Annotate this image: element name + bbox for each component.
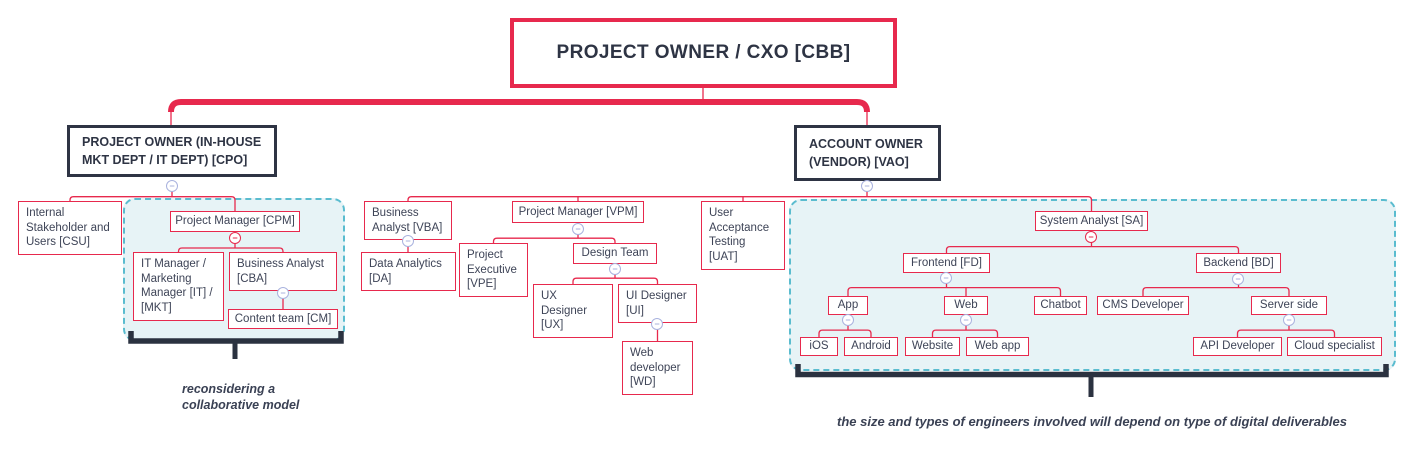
node-system-analyst[interactable]: System Analyst [SA] (1035, 211, 1148, 231)
node-web-developer[interactable]: Web developer [WD] (622, 341, 693, 396)
collapse-icon[interactable]: − (1232, 273, 1244, 285)
right-brace (795, 364, 1389, 378)
collapse-icon[interactable]: − (1283, 314, 1295, 326)
node-app[interactable]: App (828, 296, 868, 315)
collapse-icon[interactable]: − (402, 235, 414, 247)
node-web[interactable]: Web (944, 296, 988, 315)
annotation-engineer-types: the size and types of engineers involved… (836, 414, 1347, 429)
node-content-team[interactable]: Content team [CM] (228, 309, 338, 329)
node-cloud-specialist[interactable]: Cloud specialist (1287, 337, 1382, 356)
node-project-manager-cpm[interactable]: Project Manager [CPM] (170, 211, 300, 232)
node-design-team[interactable]: Design Team (573, 243, 657, 264)
node-user-acceptance-testing[interactable]: User Acceptance Testing [UAT] (701, 201, 785, 270)
collapse-icon[interactable]: − (609, 263, 621, 275)
node-website[interactable]: Website (905, 337, 960, 356)
node-it-marketing-manager[interactable]: IT Manager / Marketing Manager [IT] / [M… (133, 252, 224, 321)
node-business-analyst-vba[interactable]: Business Analyst [VBA] (364, 201, 452, 241)
node-business-analyst-cba[interactable]: Business Analyst [CBA] (229, 252, 337, 292)
node-account-owner-vendor[interactable]: ACCOUNT OWNER (VENDOR) [VAO] (794, 125, 941, 181)
node-cms-developer[interactable]: CMS Developer (1097, 296, 1189, 315)
node-api-developer[interactable]: API Developer (1193, 337, 1282, 356)
collapse-icon[interactable]: − (861, 180, 873, 192)
node-project-manager-vpm[interactable]: Project Manager [VPM] (512, 201, 644, 223)
node-internal-stakeholder[interactable]: Internal Stakeholder and Users [CSU] (18, 201, 122, 256)
node-frontend[interactable]: Frontend [FD] (903, 253, 990, 273)
collapse-icon[interactable]: − (1085, 231, 1097, 243)
node-backend[interactable]: Backend [BD] (1196, 253, 1281, 273)
collapse-icon[interactable]: − (277, 287, 289, 299)
collapse-icon[interactable]: − (842, 314, 854, 326)
collapse-icon[interactable]: − (229, 232, 241, 244)
node-chatbot[interactable]: Chatbot (1034, 296, 1087, 315)
node-ios[interactable]: iOS (800, 337, 838, 356)
node-project-owner-cxo[interactable]: PROJECT OWNER / CXO [CBB] (510, 18, 897, 88)
collapse-icon[interactable]: − (960, 314, 972, 326)
collapse-icon[interactable]: − (940, 272, 952, 284)
node-data-analytics[interactable]: Data Analytics [DA] (361, 252, 456, 292)
node-android[interactable]: Android (844, 337, 898, 356)
collapse-icon[interactable]: − (166, 180, 178, 192)
left-brace (128, 331, 344, 344)
node-server-side[interactable]: Server side (1251, 296, 1327, 315)
node-project-owner-inhouse[interactable]: PROJECT OWNER (IN-HOUSE MKT DEPT / IT DE… (67, 125, 277, 177)
node-ux-designer[interactable]: UX Designer [UX] (533, 284, 613, 339)
annotation-collaborative-model: reconsidering a collaborative model (182, 382, 300, 412)
node-project-executive[interactable]: Project Executive [VPE] (459, 243, 528, 298)
top-bracket (168, 99, 870, 113)
node-web-app[interactable]: Web app (966, 337, 1029, 356)
collapse-icon[interactable]: − (572, 223, 584, 235)
collapse-icon[interactable]: − (651, 318, 663, 330)
